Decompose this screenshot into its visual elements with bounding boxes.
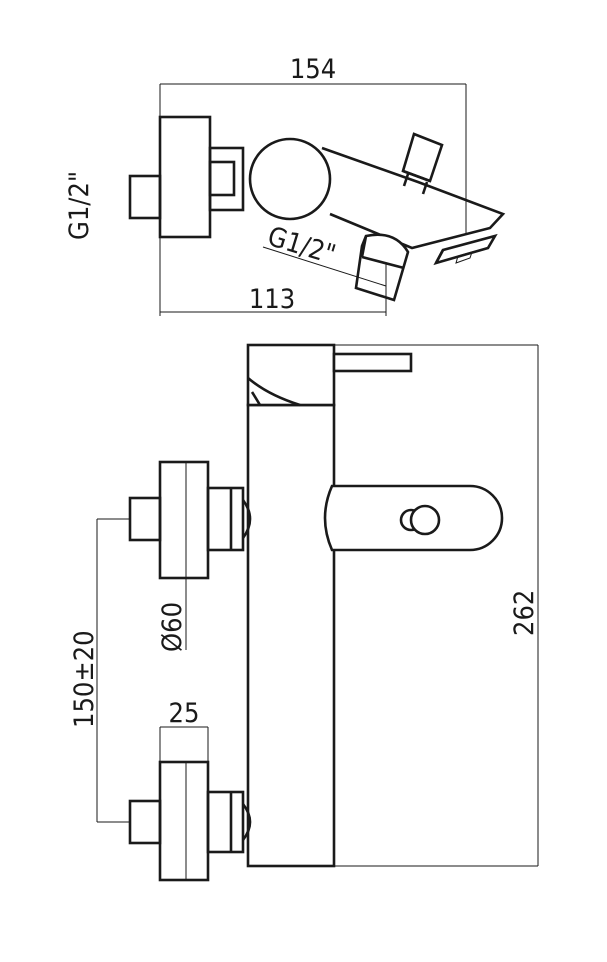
dim-overall-height: 262 bbox=[334, 344, 540, 867]
dim-flange-depth: 25 bbox=[159, 698, 209, 762]
dim-outlet-distance: 113 bbox=[160, 284, 386, 315]
inlet-thread-label: G1/2" bbox=[64, 171, 95, 240]
hose-outlet-top bbox=[354, 233, 410, 302]
lever-handle-front bbox=[332, 352, 413, 373]
dim-centre-distance: 150±20 bbox=[69, 518, 130, 823]
outlet-thread-label: G1/2" bbox=[264, 221, 339, 271]
union-nut-inner-top bbox=[208, 160, 236, 197]
mixer-body-top bbox=[248, 137, 332, 221]
diverter-knob-top bbox=[401, 132, 444, 195]
dim-overall-width-label: 154 bbox=[290, 54, 336, 85]
dim-flange-depth-label: 25 bbox=[169, 698, 200, 729]
top-view: 154 bbox=[64, 54, 506, 316]
dim-flange-diameter: Ø60 bbox=[157, 578, 188, 652]
dim-outlet-distance-label: 113 bbox=[249, 284, 295, 315]
upper-connection-front bbox=[128, 460, 252, 580]
inlet-nipple-top bbox=[128, 174, 162, 220]
dim-flange-diameter-label: Ø60 bbox=[157, 602, 188, 652]
wall-flange-top bbox=[158, 115, 212, 239]
cartridge-cap-front bbox=[246, 343, 336, 407]
aerator-top bbox=[433, 233, 498, 266]
union-nut-top bbox=[208, 146, 245, 212]
dim-centre-distance-label: 150±20 bbox=[69, 630, 100, 728]
dim-overall-height-label: 262 bbox=[509, 590, 540, 636]
spout-front bbox=[323, 484, 504, 552]
front-view: 262 bbox=[69, 343, 540, 882]
mixer-body-front bbox=[246, 403, 336, 868]
lower-connection-front bbox=[128, 760, 252, 882]
